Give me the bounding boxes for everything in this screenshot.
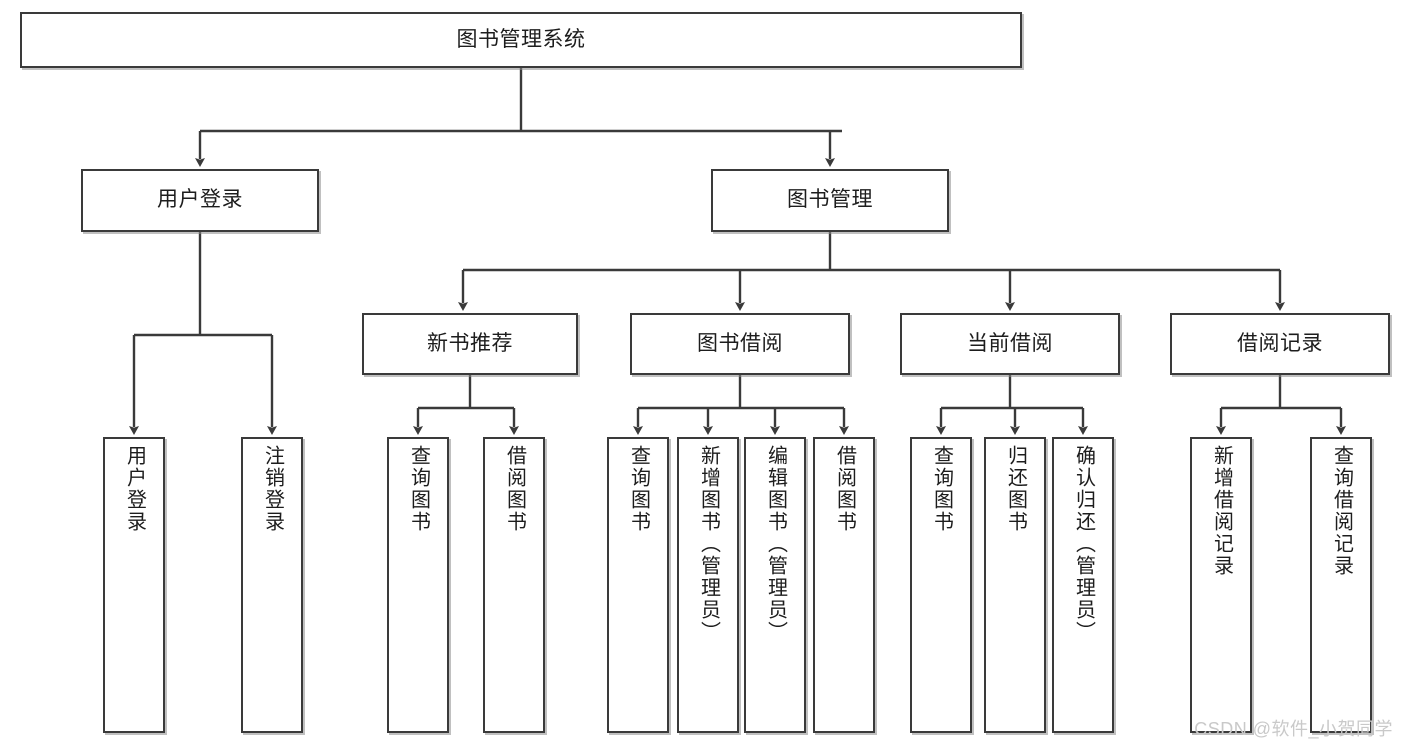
node-new-book-recommend-label: 新书推荐 <box>427 331 513 355</box>
leaf-node-label: 确认归还（管理员） <box>1072 445 1095 643</box>
node-borrow-record[interactable]: 借阅记录 <box>1170 313 1390 375</box>
node-book-manage-label: 图书管理 <box>787 188 873 212</box>
leaf-node-label: 编辑图书（管理员） <box>764 445 787 643</box>
leaf-node-label: 查询借阅记录 <box>1330 445 1353 577</box>
node-user-login[interactable]: 用户登录 <box>81 169 319 232</box>
leaf-node-label: 注销登录 <box>261 445 284 533</box>
node-new-book-recommend[interactable]: 新书推荐 <box>362 313 578 375</box>
node-current-borrow-label: 当前借阅 <box>967 331 1053 355</box>
leaf-node-label: 借阅图书 <box>503 445 526 533</box>
node-root-label: 图书管理系统 <box>456 27 586 51</box>
leaf-node[interactable]: 新增借阅记录 <box>1190 437 1252 733</box>
node-root[interactable]: 图书管理系统 <box>20 12 1022 68</box>
node-book-borrow[interactable]: 图书借阅 <box>630 313 850 375</box>
leaf-node[interactable]: 确认归还（管理员） <box>1052 437 1114 733</box>
node-book-manage[interactable]: 图书管理 <box>711 169 949 232</box>
leaf-node-label: 查询图书 <box>407 445 430 533</box>
leaf-node-label: 查询图书 <box>627 445 650 533</box>
leaf-node-label: 归还图书 <box>1004 445 1027 533</box>
leaf-node[interactable]: 注销登录 <box>241 437 303 733</box>
node-user-login-label: 用户登录 <box>157 188 243 212</box>
leaf-node[interactable]: 新增图书（管理员） <box>677 437 739 733</box>
leaf-node[interactable]: 查询借阅记录 <box>1310 437 1372 733</box>
node-borrow-record-label: 借阅记录 <box>1237 331 1323 355</box>
leaf-node[interactable]: 编辑图书（管理员） <box>744 437 806 733</box>
leaf-node-label: 用户登录 <box>123 445 146 533</box>
node-current-borrow[interactable]: 当前借阅 <box>900 313 1120 375</box>
leaf-node[interactable]: 查询图书 <box>910 437 972 733</box>
leaf-node[interactable]: 借阅图书 <box>483 437 545 733</box>
leaf-node-label: 新增借阅记录 <box>1210 445 1233 577</box>
leaf-node[interactable]: 借阅图书 <box>813 437 875 733</box>
leaf-node[interactable]: 归还图书 <box>984 437 1046 733</box>
node-book-borrow-label: 图书借阅 <box>697 331 783 355</box>
leaf-node-label: 借阅图书 <box>833 445 856 533</box>
leaf-node[interactable]: 查询图书 <box>387 437 449 733</box>
leaf-node[interactable]: 查询图书 <box>607 437 669 733</box>
leaf-node-label: 新增图书（管理员） <box>697 445 720 643</box>
leaf-node-label: 查询图书 <box>930 445 953 533</box>
leaf-node[interactable]: 用户登录 <box>103 437 165 733</box>
